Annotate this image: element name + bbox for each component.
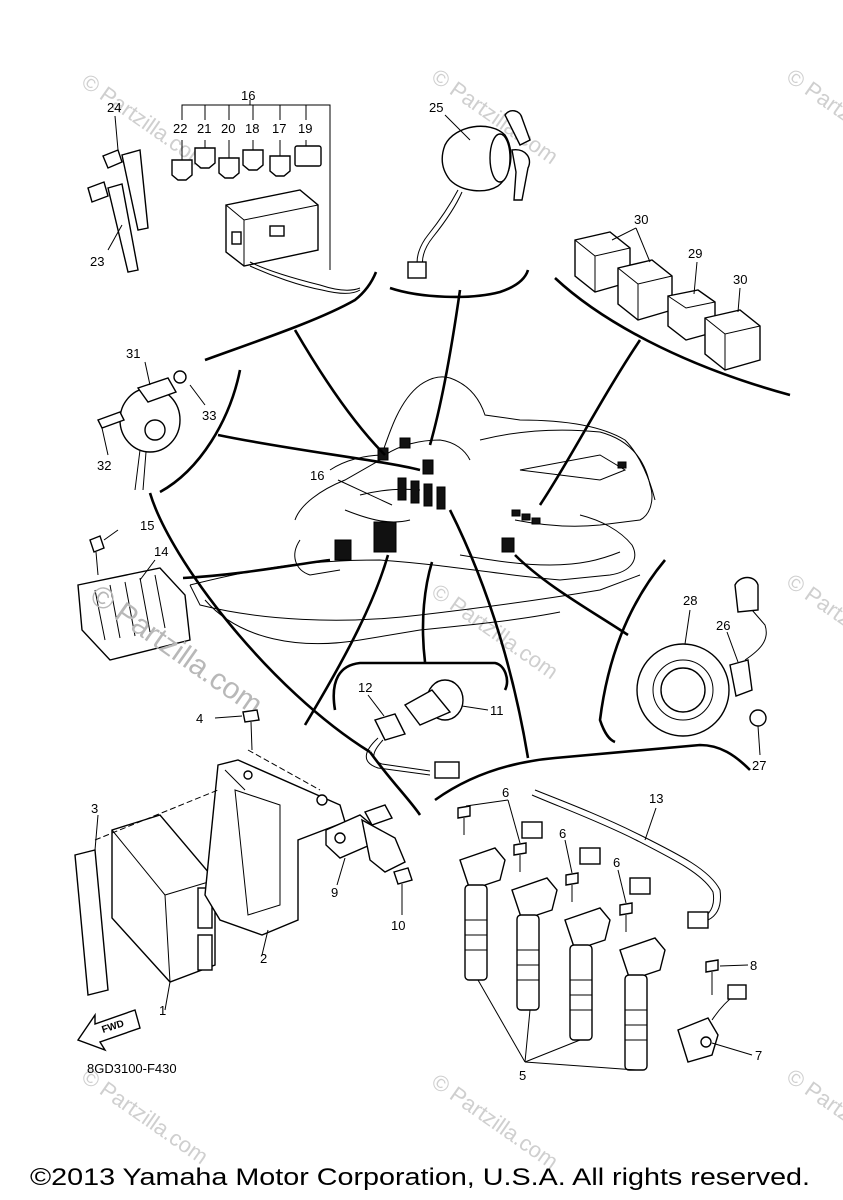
callout-30a: 30 [634, 212, 648, 227]
relay-mark [511, 509, 521, 517]
coil-mark [436, 486, 446, 510]
watermark: © Partzilla.com [427, 579, 563, 685]
callout-12: 12 [358, 680, 372, 695]
relay-30c [704, 309, 761, 371]
callout-20: 20 [221, 121, 235, 136]
callout-10: 10 [391, 918, 405, 933]
callout-26: 26 [716, 618, 730, 633]
fuse-21 [194, 140, 216, 169]
diagram-code: 8GD3100-F430 [87, 1061, 177, 1076]
watermark: © Partzilla.com [77, 69, 213, 175]
connector-mark [422, 459, 434, 475]
leader-lines [148, 269, 791, 816]
callout-24: 24 [107, 100, 121, 115]
callout-32: 32 [97, 458, 111, 473]
watermark: © Partzilla.com [427, 1069, 563, 1175]
copyright-notice: ©2013 Yamaha Motor Corporation, U.S.A. A… [30, 1164, 810, 1191]
callout-16-top: 16 [241, 88, 255, 103]
fuse-18 [242, 140, 264, 171]
relays [574, 227, 761, 371]
callout-13: 13 [649, 791, 663, 806]
callout-7: 7 [755, 1048, 762, 1063]
callout-23: 23 [90, 254, 104, 269]
ecu-mark [373, 521, 397, 553]
callout-28: 28 [683, 593, 697, 608]
watermark: © Partzilla.com [77, 1064, 213, 1170]
main-switch [407, 110, 531, 279]
callout-11: 11 [490, 703, 504, 718]
fuse-box [225, 189, 361, 294]
ignition-coils [457, 789, 753, 1071]
sensor-mark [501, 537, 515, 553]
callout-31: 31 [126, 346, 140, 361]
callout-25: 25 [429, 100, 443, 115]
relay-mark [521, 513, 531, 521]
callout-19: 19 [298, 121, 312, 136]
watermark: © Partzilla.com [782, 1064, 843, 1170]
relay-mark [531, 517, 541, 525]
callout-1: 1 [159, 1003, 166, 1018]
cable-tie-23 [87, 181, 139, 273]
buzzer [97, 361, 206, 491]
callout-29: 29 [688, 246, 702, 261]
callout-27: 27 [752, 758, 766, 773]
callout-5: 5 [519, 1068, 526, 1083]
regulator: © Partzilla.com [77, 529, 269, 722]
callout-30b: 30 [733, 272, 747, 287]
temp-sensor [365, 679, 489, 779]
callout-15: 15 [140, 518, 154, 533]
callout-17: 17 [272, 121, 286, 136]
fuse-17 [269, 140, 291, 177]
callout-3: 3 [91, 801, 98, 816]
callout-8: 8 [750, 958, 757, 973]
connector-mark [399, 437, 411, 449]
coil-mark [410, 480, 420, 504]
callout-6a: 6 [502, 785, 509, 800]
fuse-20 [218, 140, 240, 179]
pickup-coil [636, 576, 767, 756]
switch-mark [617, 461, 627, 469]
ecu-assembly [74, 709, 413, 1011]
callout-22: 22 [173, 121, 187, 136]
rectifier-mark [334, 539, 352, 561]
callout-6c: 6 [613, 855, 620, 870]
callout-21: 21 [197, 121, 211, 136]
callout-14: 14 [154, 544, 168, 559]
callout-2: 2 [260, 951, 267, 966]
watermark: © Partzilla.com [782, 569, 843, 675]
relay-30b [617, 259, 673, 321]
watermark: © Partzilla.com [782, 64, 843, 170]
cable-tie-24 [102, 149, 149, 231]
callout-4: 4 [196, 711, 203, 726]
coil-mark [423, 483, 433, 507]
fuse-19 [294, 140, 322, 167]
callouts: 1 2 3 4 5 6 6 6 7 8 9 10 11 12 13 14 15 … [90, 88, 766, 1083]
fuse-22 [171, 140, 193, 181]
callout-33: 33 [202, 408, 216, 423]
callout-18: 18 [245, 121, 259, 136]
callout-6b: 6 [559, 826, 566, 841]
fuse-box-group [87, 100, 361, 294]
callout-16-machine: 16 [310, 468, 324, 483]
fwd-arrow: FWD [76, 1009, 141, 1052]
snowmobile-silhouette [189, 376, 656, 645]
callout-9: 9 [331, 885, 338, 900]
coil-mark [397, 477, 407, 501]
